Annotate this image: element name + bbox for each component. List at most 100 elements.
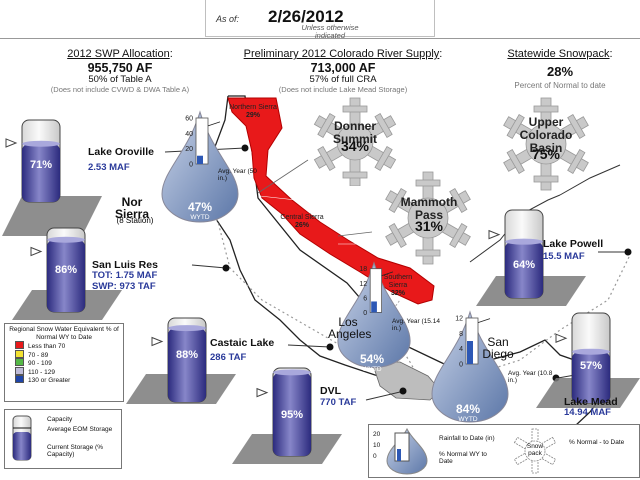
gauge-tick: 12 (455, 316, 463, 323)
legend-label: 110 - 129 (28, 368, 55, 376)
nor-sierra-sub: (8 Station) (116, 216, 154, 225)
castaic-pct: 88% (175, 349, 199, 361)
sanluis-swp: SWP: 973 TAF (92, 281, 156, 292)
avg-eom-marker (30, 246, 43, 257)
legend-swatch (15, 358, 24, 366)
powell-pct: 64% (512, 259, 536, 271)
avg-eom-marker (5, 138, 18, 148)
key-rain-label: Rainfall to Date (in) (439, 435, 495, 442)
dvl-pct: 95% (280, 409, 304, 421)
mammoth-label: Mammoth Pass (400, 195, 458, 222)
rain-drop (431, 310, 509, 423)
oroville-pct: 71% (29, 159, 53, 171)
header-box (205, 0, 435, 37)
nor-sierra-pct: 47% (187, 200, 213, 214)
tank-fill (505, 241, 543, 298)
upper-colorado-label: Upper Colorado Basin (519, 115, 573, 155)
san-luis-marker (222, 264, 230, 272)
sanluis-name: San Luis Res (92, 259, 158, 271)
la-avg: Avg. Year (15.14 in.) (392, 318, 440, 332)
la-pct: 54% (359, 352, 385, 366)
sanluis-tot: TOT: 1.75 MAF (92, 270, 158, 281)
oroville-name: Lake Oroville (88, 146, 154, 158)
key-snow-pct: % Normal - to Date (569, 439, 625, 446)
gauge-tick: 0 (459, 362, 463, 369)
swp-title: 2012 SWP Allocation: (67, 48, 173, 60)
legend-swatch (15, 366, 24, 375)
report-date: 2/26/2012 (268, 7, 344, 26)
key-capacity: Capacity (47, 416, 73, 423)
castaic-marker (326, 343, 334, 351)
avg-eom-marker (256, 387, 269, 398)
key-snowflake-icon (513, 428, 557, 474)
la-label: Los Angeles (328, 315, 372, 341)
castaic-name: Castaic Lake (210, 337, 275, 349)
gauge-tick: 4 (459, 346, 463, 353)
key-snow-label: Snow pack (526, 443, 544, 457)
sd-wytd: WYTD (458, 416, 478, 423)
unless-note: Unless otherwise indicated (301, 23, 359, 40)
rain-drop (337, 261, 411, 368)
sierra-snow-region (227, 97, 435, 305)
key-current: Current Storage (% Capacity) (47, 444, 103, 458)
legend-label: 130 or Greater (28, 377, 71, 384)
rain-drop (161, 110, 239, 223)
swp-value: 955,750 AF (87, 61, 153, 75)
avg-eom-marker (555, 333, 568, 343)
swp-sub: 50% of Table A (88, 74, 152, 85)
legend-row: Less than 70 (15, 341, 123, 350)
rain-fill (197, 155, 203, 164)
snow-legend: Regional Snow Water Equivalent % of Norm… (4, 323, 124, 402)
la-wytd: WYTD (362, 366, 382, 373)
mead-name: Lake Mead (564, 396, 618, 408)
tank-fill (168, 328, 206, 402)
powell-volume: 15.5 MAF (543, 251, 585, 262)
rain-fill (371, 301, 377, 313)
dvl-marker (399, 387, 407, 395)
snowflake-icon (313, 97, 397, 186)
donner-label: Donner Summit (332, 119, 377, 146)
mammoth-pct: 31% (414, 218, 444, 234)
dvl-name: DVL (320, 385, 341, 397)
swp-note: (Does not include CVWD & DWA Table A) (50, 85, 190, 94)
key-tank-icon (12, 415, 32, 461)
mead-pct: 57% (579, 360, 603, 372)
header-divider (0, 38, 640, 39)
nor-sierra-label: Nor Sierra (114, 195, 150, 221)
colorado-sub: 57% of full CRA (309, 74, 377, 85)
legend-row: 110 - 129 (15, 366, 123, 376)
oroville-volume: 2.53 MAF (88, 162, 130, 173)
upper-colorado-pct: 75% (531, 146, 561, 162)
gauge-tick: 6 (363, 295, 367, 302)
castaic-volume: 286 TAF (210, 352, 247, 363)
gauge-tick: 18 (359, 266, 367, 273)
reservoir-key: Capacity Average EOM Storage Current Sto… (4, 409, 122, 469)
snowpack-value: 28% (546, 64, 574, 79)
sd-pct: 84% (455, 402, 481, 416)
legend-row: 70 - 89 (15, 349, 123, 359)
rain-snow-key: 20 10 0 Rainfall to Date (in) % Normal W… (368, 424, 640, 478)
legend-label: Less than 70 (28, 343, 66, 350)
key-drop-icon (386, 427, 428, 475)
legend-swatch (15, 375, 24, 383)
snowflake-icon (385, 171, 471, 265)
tank-shadow (2, 196, 102, 236)
colorado-note: (Does not include Lake Mead Storage) (278, 85, 408, 94)
tank-fill (47, 239, 85, 312)
oroville-marker (241, 144, 249, 152)
powell-marker (624, 248, 632, 256)
sd-avg: Avg. Year (10.8 in.) (508, 370, 553, 384)
rain-fill (467, 341, 473, 364)
donner-pct: 34% (340, 138, 370, 154)
gauge-tick: 20 (185, 146, 193, 153)
gauge-tick: 12 (359, 281, 367, 288)
gauge-tick: 0 (189, 162, 193, 169)
legend-label: 90 - 109 (28, 360, 52, 367)
legend-swatch (15, 341, 24, 349)
nor-sierra-avg: Avg. Year (50 in.) (218, 168, 257, 182)
rain-gauge (369, 268, 383, 313)
gauge-tick: 0 (363, 310, 367, 317)
nor-sierra-wytd: WYTD (190, 214, 210, 221)
